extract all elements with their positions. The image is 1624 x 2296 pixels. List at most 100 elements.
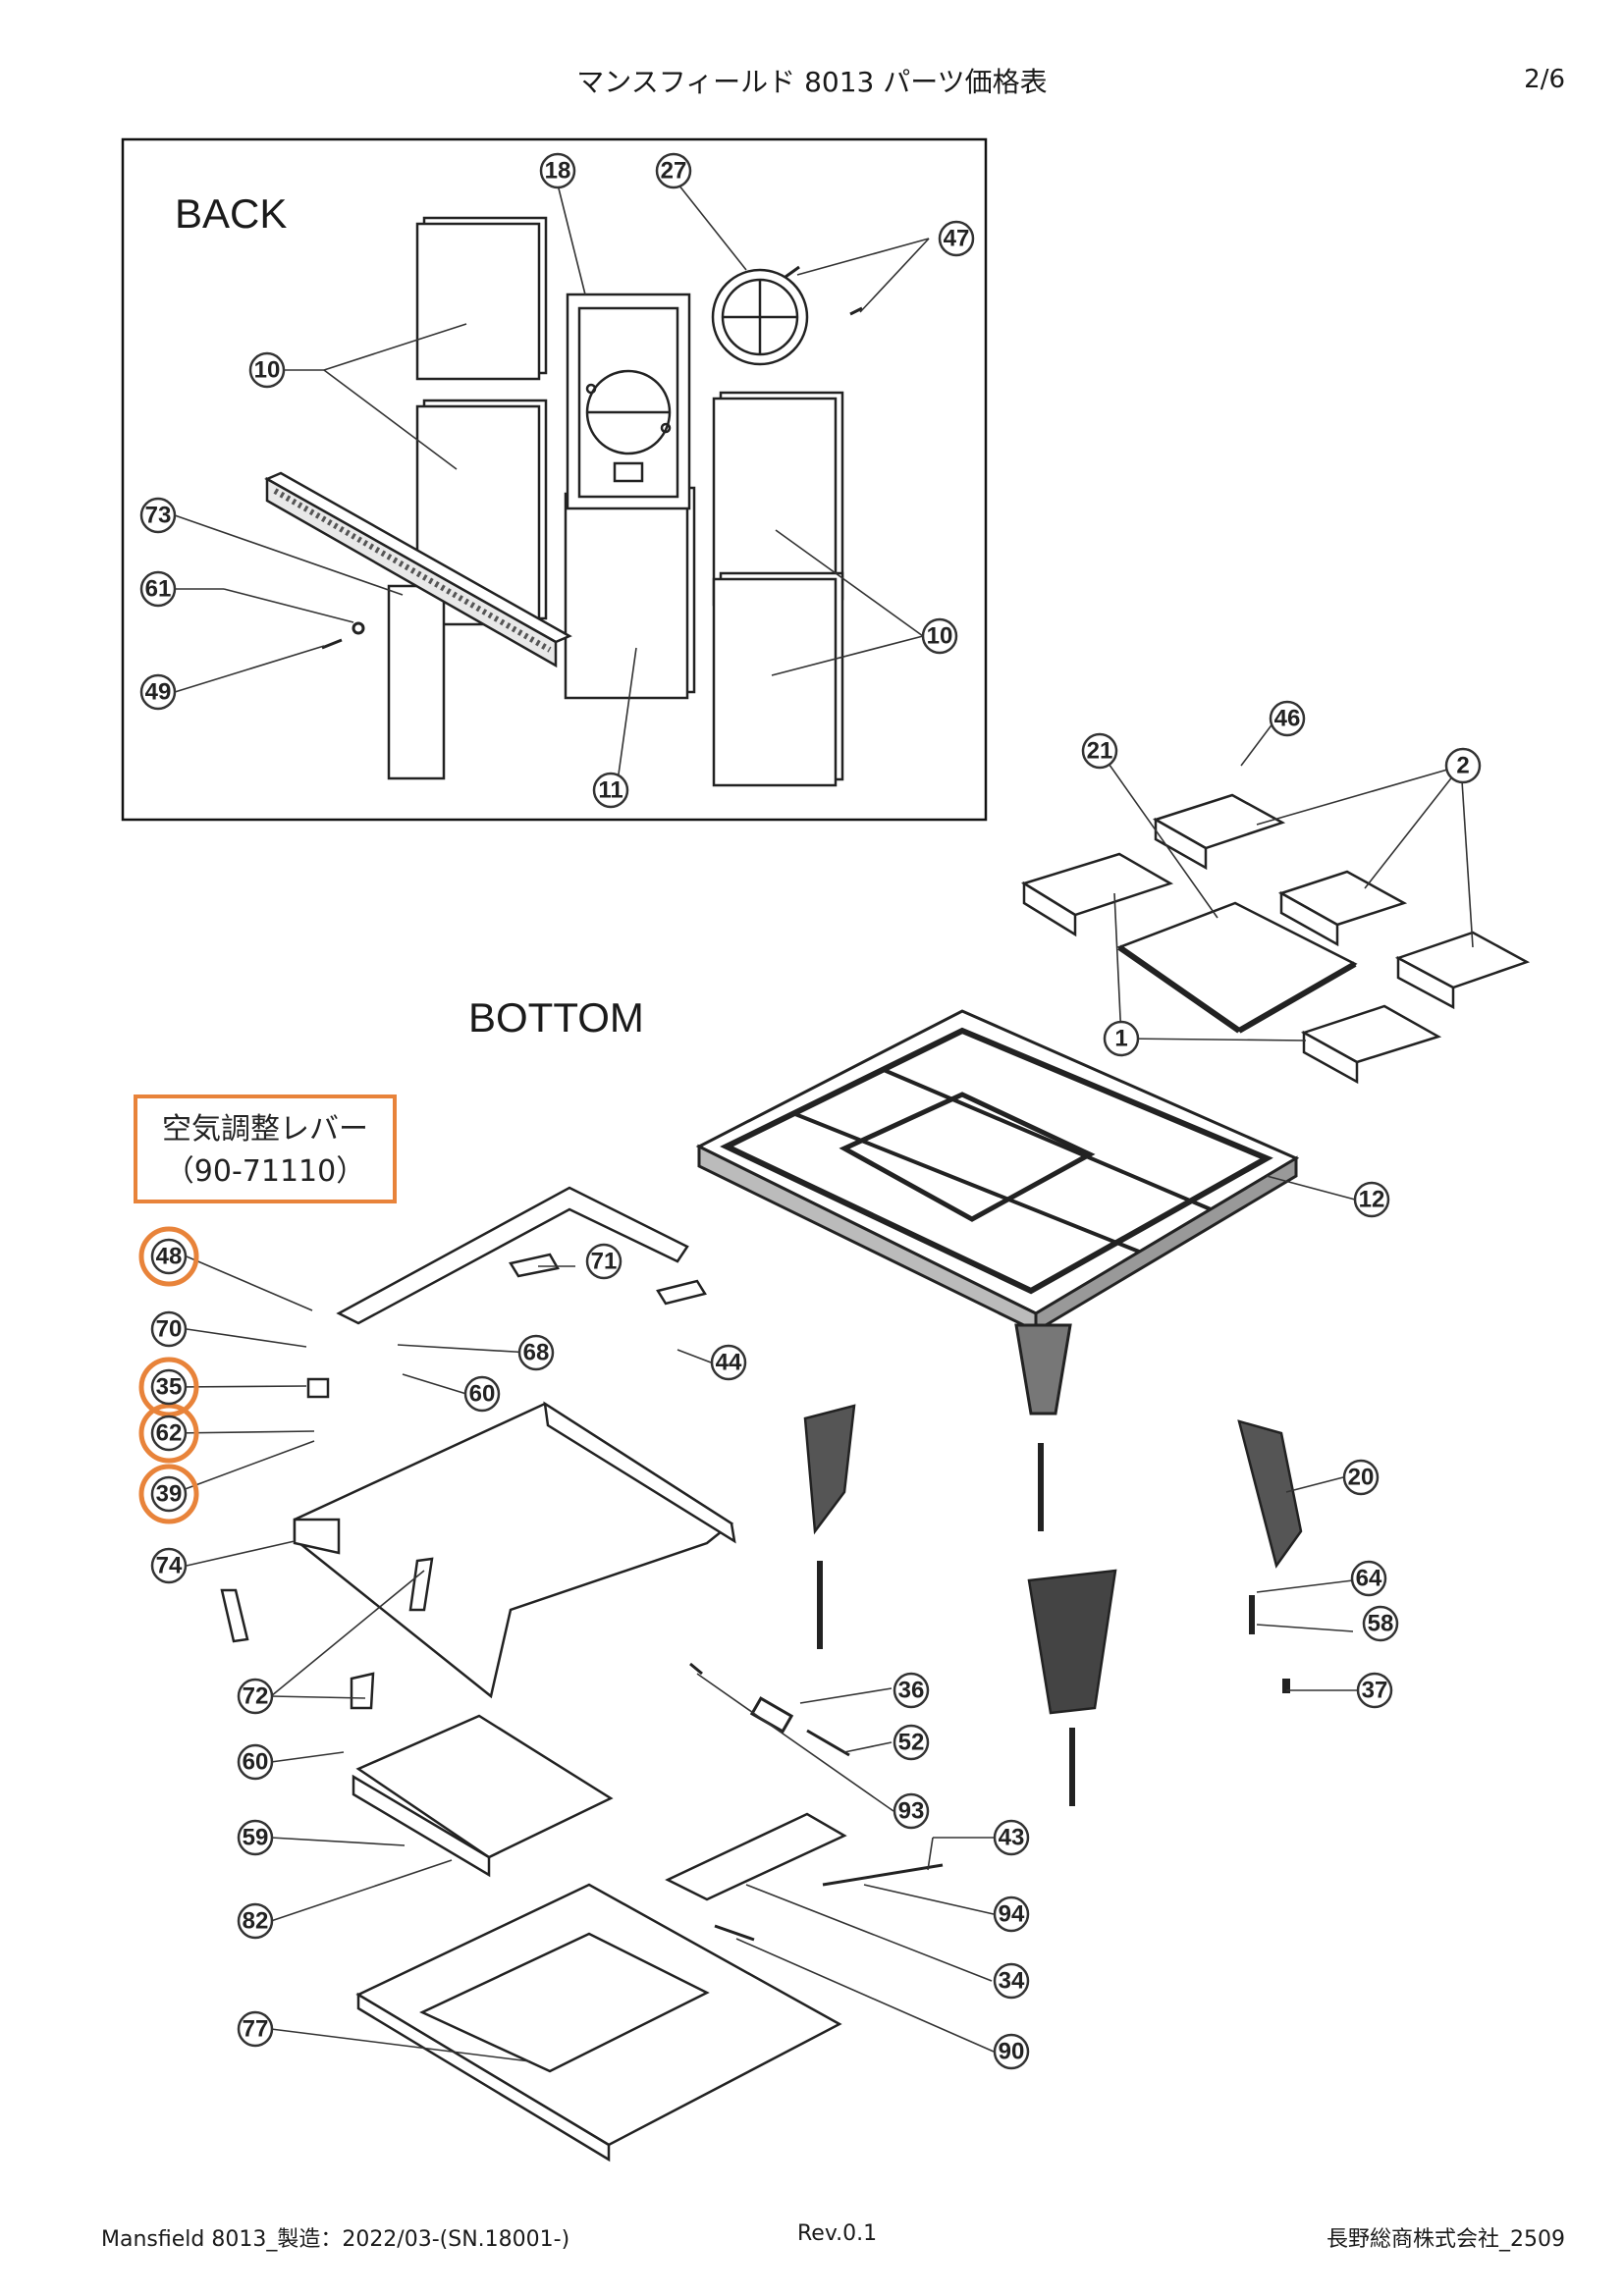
callout-b-2: 2	[1444, 747, 1482, 784]
bottom-air-lever	[306, 1186, 707, 1399]
svg-text:61: 61	[145, 576, 172, 603]
svg-text:71: 71	[591, 1249, 618, 1275]
svg-text:49: 49	[145, 679, 172, 706]
callout-back-11: 11	[592, 772, 629, 809]
callout-back-73: 73	[139, 497, 177, 534]
bottom-callouts: 46 21 2 1 12 48 71 70 68 44 35 60 62 39 …	[150, 700, 1482, 2070]
svg-text:34: 34	[999, 1968, 1025, 1995]
bottom-cover-plate	[665, 1812, 847, 1901]
callout-back-10a: 10	[248, 351, 286, 389]
bottom-leaders	[171, 718, 1474, 2062]
svg-text:74: 74	[156, 1553, 183, 1579]
callout-b-43: 43	[993, 1819, 1030, 1856]
page-number: 2/6	[1524, 65, 1565, 94]
svg-text:43: 43	[999, 1825, 1025, 1851]
note-part-number: （90-71110）	[165, 1154, 365, 1189]
callout-back-61: 61	[139, 570, 177, 608]
back-screws	[321, 265, 863, 650]
svg-text:48: 48	[156, 1244, 183, 1270]
bottom-firebox-base	[695, 1009, 1300, 1415]
callout-b-39: 39	[150, 1475, 188, 1513]
callout-back-49: 49	[139, 673, 177, 711]
back-diagram-frame	[121, 137, 988, 822]
svg-text:60: 60	[243, 1749, 269, 1776]
callout-b-1: 1	[1103, 1020, 1140, 1057]
svg-text:47: 47	[944, 226, 970, 252]
bottom-brackets	[220, 1557, 434, 1710]
svg-text:82: 82	[243, 1908, 269, 1935]
svg-text:73: 73	[145, 503, 172, 529]
footer-revision: Rev.0.1	[797, 2221, 878, 2246]
svg-text:94: 94	[999, 1901, 1025, 1928]
callout-back-10b: 10	[921, 617, 958, 655]
callout-b-90: 90	[993, 2033, 1030, 2070]
callout-b-93: 93	[893, 1792, 930, 1830]
callout-b-46: 46	[1269, 700, 1306, 737]
callout-b-68: 68	[517, 1334, 555, 1371]
svg-text:77: 77	[243, 2016, 269, 2043]
note-box: 空気調整レバー （90-71110）	[134, 1095, 397, 1203]
footer-company: 長野総商株式会社_2509	[1326, 2227, 1565, 2252]
callout-b-35: 35	[150, 1368, 188, 1406]
svg-text:68: 68	[523, 1340, 550, 1366]
back-leaders	[174, 184, 930, 789]
callout-back-27: 27	[655, 152, 692, 189]
callout-b-37: 37	[1356, 1672, 1393, 1709]
svg-text:11: 11	[598, 777, 623, 804]
svg-text:12: 12	[1359, 1187, 1385, 1213]
callout-b-12: 12	[1353, 1181, 1390, 1218]
callout-b-34: 34	[993, 1962, 1030, 2000]
svg-text:60: 60	[469, 1381, 496, 1408]
svg-text:21: 21	[1087, 738, 1113, 765]
svg-text:59: 59	[243, 1825, 269, 1851]
callout-b-59: 59	[237, 1819, 274, 1856]
svg-text:27: 27	[661, 158, 687, 185]
callout-b-60a: 60	[463, 1375, 501, 1413]
svg-text:44: 44	[716, 1350, 742, 1376]
svg-text:62: 62	[156, 1420, 183, 1447]
bottom-grate	[1116, 901, 1358, 1034]
callout-b-58: 58	[1362, 1605, 1399, 1642]
callout-b-62: 62	[150, 1415, 188, 1452]
svg-text:36: 36	[898, 1678, 925, 1704]
bottom-firebricks	[1020, 793, 1531, 1085]
bottom-legs	[803, 1404, 1303, 1806]
svg-text:64: 64	[1356, 1566, 1382, 1592]
highlight-ring-62	[138, 1403, 199, 1464]
svg-text:37: 37	[1362, 1678, 1388, 1704]
svg-text:10: 10	[254, 357, 281, 384]
callout-b-36: 36	[893, 1672, 930, 1709]
bottom-ash-tray	[293, 1401, 736, 1699]
bottom-small-parts	[689, 1662, 944, 1942]
back-callouts: 18 27 47 10 73 61 49 10 11	[139, 152, 975, 809]
svg-text:90: 90	[999, 2039, 1025, 2065]
callout-b-20: 20	[1342, 1459, 1380, 1496]
callout-b-44: 44	[710, 1344, 747, 1381]
back-door-frame	[566, 293, 691, 510]
callout-b-77: 77	[237, 2010, 274, 2048]
footer-model-info: Mansfield 8013_製造：2022/03-(SN.18001-)	[101, 2227, 570, 2252]
back-round-cover	[711, 268, 809, 366]
callout-b-82: 82	[237, 1902, 274, 1940]
svg-text:46: 46	[1274, 706, 1301, 732]
back-panels	[387, 216, 844, 787]
callout-back-18: 18	[539, 152, 576, 189]
svg-text:10: 10	[927, 623, 953, 650]
callout-b-64: 64	[1350, 1560, 1387, 1597]
highlight-ring-48	[138, 1226, 199, 1287]
highlight-ring-39	[138, 1464, 199, 1524]
svg-text:1: 1	[1114, 1026, 1127, 1052]
callout-b-72: 72	[237, 1678, 274, 1715]
callout-b-52: 52	[893, 1724, 930, 1761]
highlight-ring-35	[138, 1357, 199, 1417]
svg-text:20: 20	[1348, 1465, 1375, 1491]
callout-b-74: 74	[150, 1547, 188, 1584]
callout-b-94: 94	[993, 1896, 1030, 1933]
highlight-rings	[138, 1226, 199, 1524]
svg-text:52: 52	[898, 1730, 925, 1756]
bottom-plate	[355, 1883, 842, 2163]
callout-b-60b: 60	[237, 1743, 274, 1781]
callout-b-48: 48	[150, 1238, 188, 1275]
svg-text:2: 2	[1456, 753, 1469, 779]
